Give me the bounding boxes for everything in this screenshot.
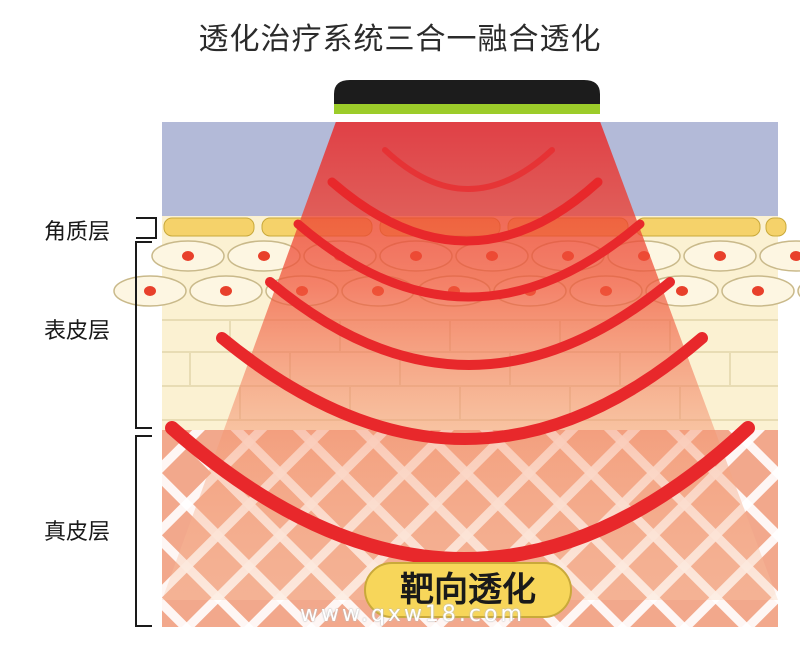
cell-nucleus <box>258 251 270 261</box>
wave-arc-4 <box>265 277 675 370</box>
label-stratum-corneum: 角质层 <box>44 220 111 245</box>
bracket-epidermis <box>135 241 152 429</box>
watermark: www.qxw18.com <box>300 602 525 627</box>
target-label: 靶向透化 <box>364 562 572 618</box>
layer-brackets <box>135 217 157 627</box>
diagram-title: 透化治疗系统三合一融合透化 <box>198 22 602 57</box>
label-dermis: 真皮层 <box>44 520 111 545</box>
cell-nucleus <box>182 251 194 261</box>
probe-head <box>334 80 600 114</box>
bracket-stratum-corneum <box>136 217 157 239</box>
cell-nucleus <box>220 286 232 296</box>
label-epidermis: 表皮层 <box>44 319 111 344</box>
wave-arc-3 <box>293 219 645 302</box>
cell-nucleus <box>144 286 156 296</box>
wave-arc-2 <box>327 177 603 246</box>
bracket-dermis <box>135 435 152 627</box>
cell-nucleus <box>676 286 688 296</box>
epidermis-cell <box>759 240 800 272</box>
cell-nucleus <box>752 286 764 296</box>
wave-arcs <box>165 147 755 566</box>
wave-arc-1 <box>382 147 555 192</box>
wave-arc-5 <box>216 332 708 445</box>
cell-nucleus <box>714 251 726 261</box>
cell-nucleus <box>790 251 800 261</box>
wave-arc-6 <box>165 421 755 566</box>
